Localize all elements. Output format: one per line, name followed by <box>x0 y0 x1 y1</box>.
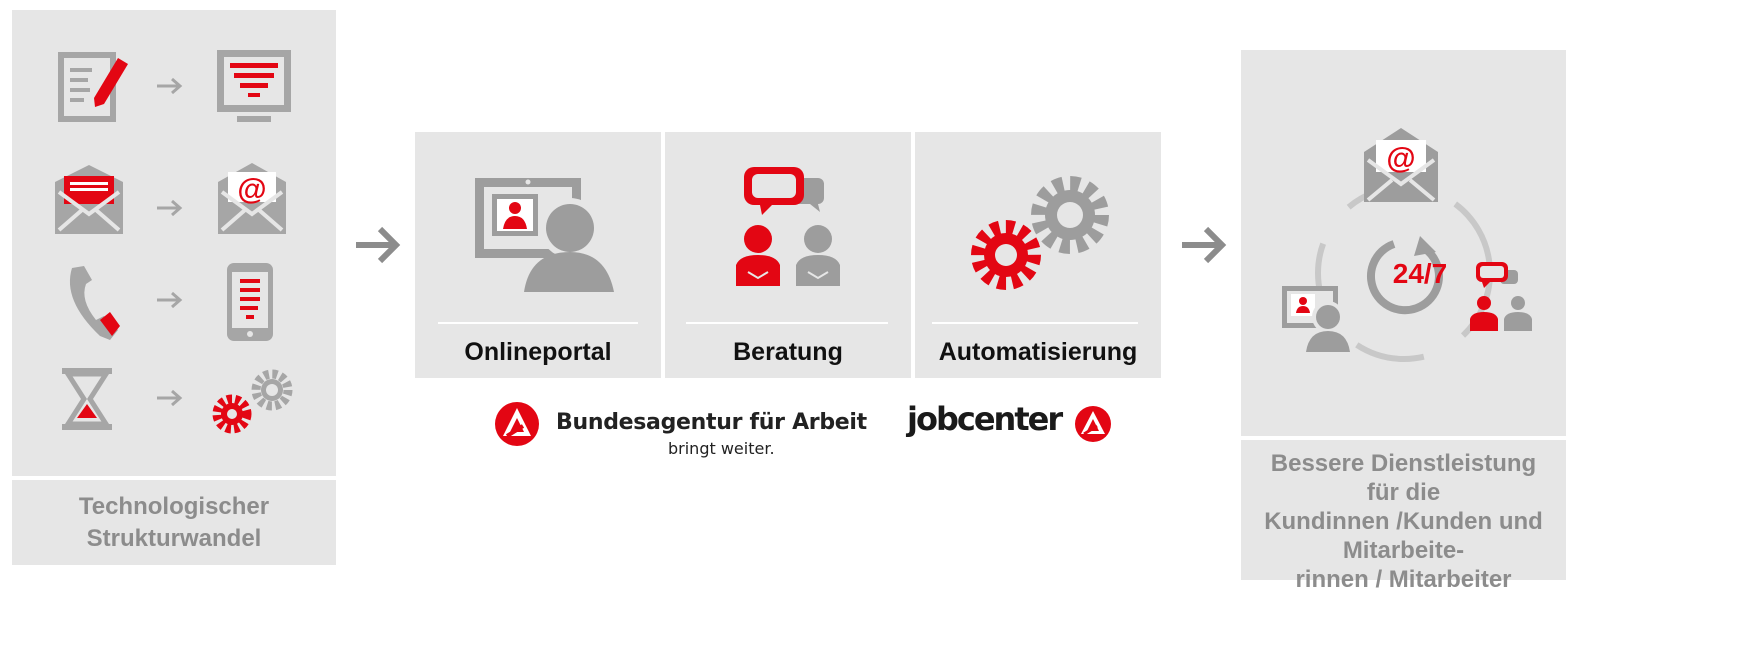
automation-gears-icon <box>971 176 1109 290</box>
left-caption-box <box>12 480 336 565</box>
email-envelope-icon: @ <box>1364 128 1438 202</box>
monitor-icon <box>217 50 291 122</box>
email-envelope-icon: @ <box>218 163 286 234</box>
hourglass-icon <box>62 368 112 430</box>
svg-text:@: @ <box>1386 142 1415 175</box>
ba-logo-tagline: bringt weiter. <box>668 439 775 458</box>
big-arrow-icon <box>1182 226 1227 264</box>
card-divider <box>438 322 638 324</box>
card-label-onlineportal: Onlineportal <box>464 338 612 366</box>
right-panel-icons: 24/7 @ <box>1282 128 1532 362</box>
left-caption-line1: Technologischer <box>78 493 270 520</box>
consultation-icon <box>1470 262 1532 331</box>
online-portal-icon <box>475 178 614 292</box>
left-caption-line2: Strukturwandel <box>86 525 262 552</box>
smartphone-icon <box>227 263 273 341</box>
right-caption-line: Kundinnen /Kunden und <box>1264 508 1543 535</box>
left-panel-icons: @ <box>55 50 293 434</box>
rotation-arrow-icon <box>1366 236 1443 315</box>
consultation-icon <box>736 167 840 286</box>
arrow-icon <box>157 77 183 95</box>
right-caption-line: für die <box>1366 479 1441 506</box>
letter-envelope-icon <box>55 165 123 234</box>
arrow-icon <box>157 389 183 407</box>
right-caption-line: rinnen / Mitarbeiter <box>1295 566 1512 593</box>
telephone-handset-icon <box>69 266 120 340</box>
jobcenter-logo-name: jobcenter <box>907 400 1063 438</box>
middle-card-icons <box>475 167 1109 292</box>
arrow-icon <box>157 199 183 217</box>
svg-text:@: @ <box>237 173 266 206</box>
right-caption-line: Bessere Dienstleistung <box>1270 450 1537 477</box>
right-caption-line: Mitarbeite- <box>1342 537 1465 564</box>
paper-form-icon <box>58 52 128 122</box>
center-label: 24/7 <box>1393 258 1448 289</box>
left-caption: Technologischer Strukturwandel <box>12 491 336 555</box>
right-caption-box <box>1241 440 1566 580</box>
ba-logo-icon <box>495 402 539 446</box>
big-arrow-icon <box>356 226 401 264</box>
card-divider <box>686 322 888 324</box>
online-portal-icon <box>1282 286 1350 352</box>
card-label-beratung: Beratung <box>733 338 843 366</box>
right-caption: Bessere Dienstleistung für die Kundinnen… <box>1241 449 1566 594</box>
gears-icon <box>212 369 293 434</box>
arrow-icon <box>157 291 183 309</box>
ba-logo-name: Bundesagentur für Arbeit <box>556 410 867 435</box>
card-label-automatisierung: Automatisierung <box>938 338 1138 366</box>
jobcenter-logo-icon <box>1075 406 1111 442</box>
right-panel <box>1241 50 1566 436</box>
card-divider <box>932 322 1138 324</box>
